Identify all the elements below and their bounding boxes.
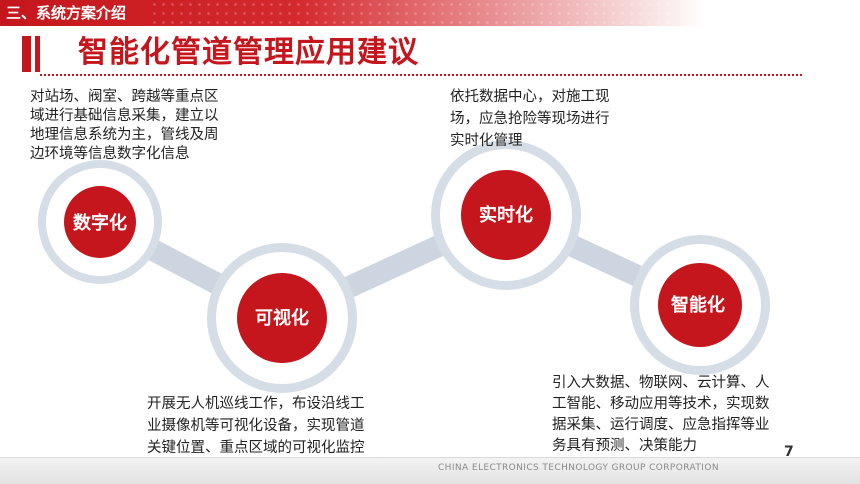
desc-digital-line: 域进行基础信息采集，建立以: [30, 108, 219, 124]
page-number: 7: [784, 444, 794, 460]
banner-dot-pattern: [150, 0, 670, 26]
title-accent-bar: [22, 36, 31, 72]
stage-label-realtime: 实时化: [479, 205, 533, 226]
desc-intelligent-line: 务具有预测、决策能力: [552, 438, 697, 454]
desc-intelligent: 引入大数据、物联网、云计算、人 工智能、移动应用等技术，实现数 据采集、运行调度…: [552, 373, 770, 457]
stage-label-digital: 数字化: [73, 213, 127, 234]
desc-realtime-line: 场，应急抢险等现场进行: [450, 111, 610, 127]
header-banner: 三、系统方案介绍: [0, 0, 860, 26]
title-dotted-rule: [40, 74, 802, 76]
footer-company: CHINA ELECTRONICS TECHNOLOGY GROUP CORPO…: [438, 463, 719, 473]
stage-disc-realtime: [461, 170, 551, 260]
desc-intelligent-line: 工智能、移动应用等技术，实现数: [552, 396, 770, 412]
section-label: 三、系统方案介绍: [6, 4, 127, 22]
desc-realtime-line: 实时化管理: [450, 133, 523, 149]
desc-realtime-line: 依托数据中心，对施工现: [450, 89, 610, 105]
desc-visual-line: 关键位置、重点区域的可视化监控: [147, 440, 365, 456]
desc-digital: 对站场、阀室、跨越等重点区 域进行基础信息采集，建立以 地理信息系统为主，管线及…: [30, 88, 219, 164]
page-title: 智能化管道管理应用建议: [78, 35, 419, 70]
stage-disc-intelligent: [658, 263, 742, 347]
desc-digital-line: 对站场、阀室、跨越等重点区: [30, 89, 219, 105]
title-accent-bar-thin: [35, 36, 40, 72]
stage-label-visual: 可视化: [255, 308, 309, 329]
stage-label-intelligent: 智能化: [671, 295, 725, 316]
connector-path: [89, 204, 711, 329]
stage-disc-digital: [64, 186, 136, 258]
desc-intelligent-line: 据采集、运行调度、应急指挥等业: [552, 417, 770, 433]
footer-band: [0, 457, 860, 484]
stage-disc-visual: [237, 273, 327, 363]
desc-digital-line: 边环境等信息数字化信息: [30, 146, 190, 162]
desc-visual-line: 开展无人机巡线工作，布设沿线工: [147, 396, 365, 412]
desc-intelligent-line: 引入大数据、物联网、云计算、人: [552, 375, 770, 391]
desc-visual-line: 业摄像机等可视化设备，实现管道: [147, 418, 365, 434]
desc-digital-line: 地理信息系统为主，管线及周: [30, 127, 219, 143]
desc-realtime: 依托数据中心，对施工现 场，应急抢险等现场进行 实时化管理: [450, 86, 610, 152]
desc-visual: 开展无人机巡线工作，布设沿线工 业摄像机等可视化设备，实现管道 关键位置、重点区…: [147, 393, 365, 459]
